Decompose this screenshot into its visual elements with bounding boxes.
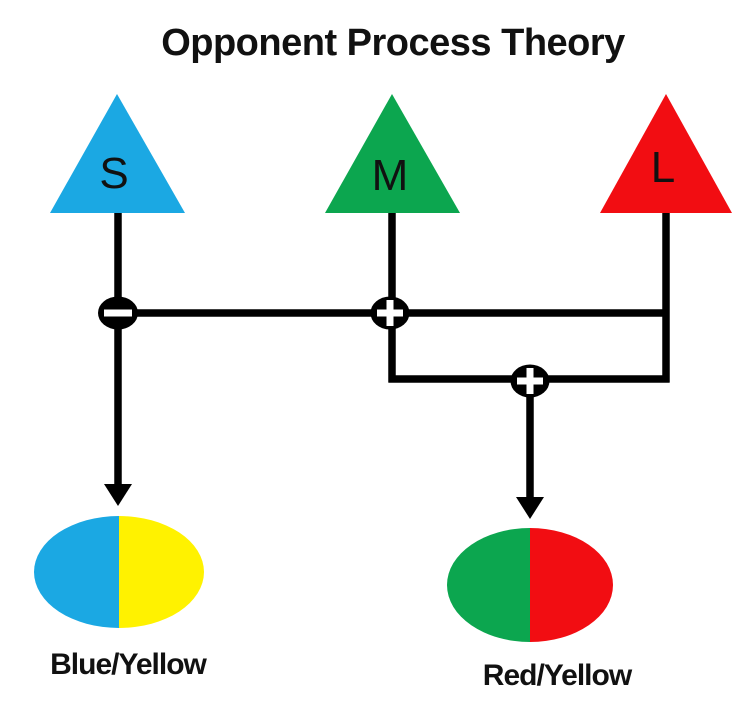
plus-sign-icon — [386, 300, 394, 326]
page-title: Opponent Process Theory — [161, 22, 625, 64]
s-cone-triangle — [50, 94, 185, 213]
cone-m: M — [325, 94, 460, 213]
red-half-ellipse — [530, 528, 613, 642]
m-cone-triangle — [325, 94, 460, 213]
blue-yellow-label: Blue/Yellow — [50, 648, 207, 681]
s-cone-label: S — [99, 149, 128, 198]
arrowhead-red-yellow — [516, 497, 544, 519]
cone-l: L — [600, 94, 732, 213]
cone-s: S — [50, 94, 185, 213]
connector-lines — [114, 210, 670, 501]
minus-sign-icon — [104, 309, 132, 317]
l-cone-label: L — [651, 143, 675, 192]
l-cone-triangle — [600, 94, 732, 213]
plus-node-lower — [510, 364, 550, 398]
minus-node — [98, 296, 138, 330]
yellow-half-ellipse — [119, 516, 204, 628]
plus-sign-icon — [526, 368, 534, 394]
m-cone-label: M — [372, 151, 409, 200]
green-half-ellipse — [447, 528, 530, 642]
blue-half-ellipse — [34, 516, 119, 628]
red-yellow-channel: Red/Yellow — [447, 528, 634, 692]
arrowhead-blue-yellow — [104, 484, 132, 506]
red-yellow-label: Red/Yellow — [483, 659, 633, 692]
plus-node-upper — [370, 296, 410, 330]
blue-yellow-channel: Blue/Yellow — [34, 516, 209, 681]
